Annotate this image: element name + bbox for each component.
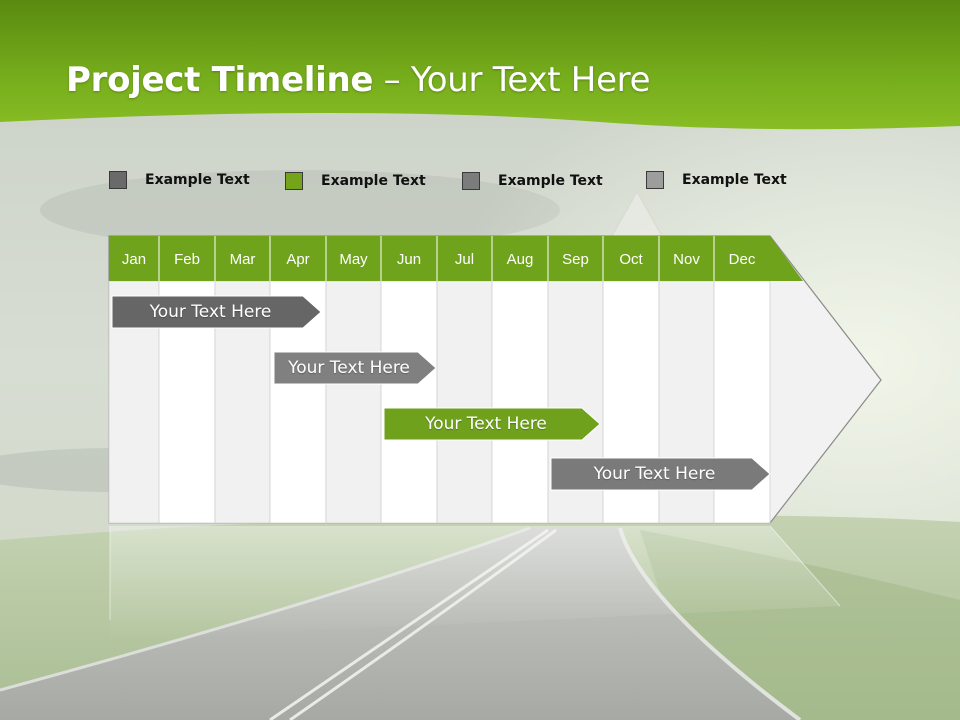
task-bar-label: Your Text Here: [288, 358, 410, 378]
month-label: May: [339, 250, 368, 268]
month-column: [380, 280, 438, 524]
month-label: Apr: [286, 250, 310, 268]
month-label: Jan: [121, 250, 147, 268]
task-bar-label: Your Text Here: [149, 302, 272, 322]
legend-label: Example Text: [145, 172, 250, 188]
month-label: Feb: [174, 250, 200, 268]
task-bar: [550, 457, 771, 491]
legend-item: Example Text: [109, 171, 250, 189]
task-bar: [383, 407, 601, 441]
legend-swatch: [462, 172, 480, 190]
month-label: Jul: [454, 250, 475, 268]
month-column: [436, 280, 493, 524]
title-rest: – Your Text Here: [373, 60, 651, 100]
month-label: Nov: [673, 250, 700, 268]
month-label: Dec: [728, 250, 756, 268]
timeline-reflection: [110, 526, 840, 640]
month-column: [325, 280, 382, 524]
legend-swatch: [646, 171, 664, 189]
legend-swatch: [109, 171, 127, 189]
task-bar-label: Your Text Here: [593, 464, 716, 484]
task-bar-label: Your Text Here: [425, 414, 547, 434]
legend-label: Example Text: [682, 172, 787, 188]
task-bar: [111, 295, 322, 329]
legend-item: Example Text: [646, 171, 787, 189]
legend-label: Example Text: [498, 173, 603, 189]
month-label: Jun: [396, 250, 422, 268]
legend-label: Example Text: [321, 173, 426, 189]
title-bold: Project Timeline: [66, 60, 374, 100]
month-column: [491, 280, 549, 524]
month-label: Mar: [229, 250, 256, 268]
arrow-tip-up: [611, 190, 663, 237]
legend-swatch: [285, 172, 303, 190]
month-label: Sep: [562, 250, 589, 268]
month-header-band: [109, 236, 803, 281]
legend-item: Example Text: [285, 172, 426, 190]
legend-item: Example Text: [462, 172, 603, 190]
month-label: Oct: [619, 250, 643, 268]
task-bar: [273, 351, 437, 385]
month-label: Aug: [506, 250, 534, 268]
page-title: Project Timeline – Your Text Here: [66, 60, 651, 100]
